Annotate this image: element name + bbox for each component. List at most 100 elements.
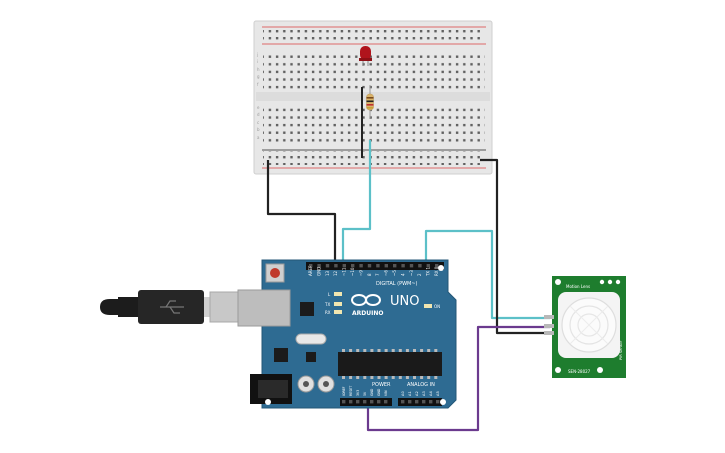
digital-pin-hole[interactable] xyxy=(334,264,338,268)
digital-pin-hole[interactable] xyxy=(359,264,363,268)
digital-pin-hole[interactable] xyxy=(317,264,321,268)
power-pin-hole[interactable] xyxy=(349,400,353,404)
arduino-brand: ARDUINO xyxy=(352,310,383,317)
wire-pin2-pir-signal[interactable] xyxy=(424,229,550,320)
pir-pin-vcc[interactable] xyxy=(544,324,554,328)
small-chip xyxy=(300,302,314,316)
analog-pin-hole[interactable] xyxy=(436,400,440,404)
mounting-hole xyxy=(265,399,271,405)
digital-pin-label: ~11 xyxy=(342,267,347,276)
digital-pin-hole[interactable] xyxy=(435,264,439,268)
analog-label: ANALOG IN xyxy=(407,382,435,388)
led-body xyxy=(360,46,371,60)
chip-pin xyxy=(349,349,353,352)
digital-pin-hole[interactable] xyxy=(384,264,388,268)
upper-terminal-strip xyxy=(263,51,485,89)
analog-pin-label: A0 xyxy=(401,391,405,396)
label-l: L xyxy=(328,292,331,297)
wire-pin13-resistor[interactable] xyxy=(341,140,372,266)
digital-pin-hole[interactable] xyxy=(309,264,313,268)
power-pin-label: GND xyxy=(377,388,381,396)
resistor[interactable] xyxy=(366,85,374,118)
digital-pin-label: GND xyxy=(316,267,321,276)
svg-text:h: h xyxy=(257,67,260,72)
digital-pin-label: ~6 xyxy=(384,270,389,276)
digital-pin-hole[interactable] xyxy=(376,264,380,268)
digital-pin-hole[interactable] xyxy=(426,264,430,268)
analog-pin-label: A3 xyxy=(422,391,426,396)
digital-pin-hole[interactable] xyxy=(325,264,330,268)
pir-sensor[interactable]: Motion Lens SEN-28027 PIR Sensor xyxy=(544,276,626,378)
chip-pin xyxy=(405,376,409,379)
analog-pin-label: A1 xyxy=(408,391,412,396)
chip-pin xyxy=(427,349,431,352)
analog-pin-hole[interactable] xyxy=(415,400,419,404)
chip-pin xyxy=(384,376,388,379)
svg-text:b: b xyxy=(257,127,260,132)
chip-pin xyxy=(370,376,374,379)
digital-pin-hole[interactable] xyxy=(393,264,397,268)
svg-text:c: c xyxy=(257,120,259,125)
analog-pin-hole[interactable] xyxy=(429,400,433,404)
digital-pin-hole[interactable] xyxy=(342,264,346,268)
chip-pin xyxy=(356,376,360,379)
usb-icon xyxy=(160,300,184,314)
arduino-logo: ARDUINO xyxy=(351,294,383,317)
digital-pin-label: ~3 xyxy=(409,270,414,276)
wire-gnd-pir[interactable] xyxy=(480,158,550,335)
led-l xyxy=(334,292,342,296)
chip-pin xyxy=(356,349,360,352)
pir-pin-gnd[interactable] xyxy=(544,331,554,335)
arduino-usb-jack xyxy=(237,289,291,327)
power-pin-label: RESET xyxy=(349,386,353,396)
power-pin-hole[interactable] xyxy=(384,400,388,404)
usb-connector xyxy=(209,291,243,323)
wire-5v-pir[interactable] xyxy=(366,325,550,432)
chip-pin xyxy=(363,376,367,379)
chip-pin xyxy=(398,349,402,352)
digital-label: DIGITAL (PWM~) xyxy=(376,281,418,287)
digital-pin-label: ~9 xyxy=(358,270,363,276)
led[interactable] xyxy=(359,46,372,66)
digital-header xyxy=(306,262,444,270)
power-pin-hole[interactable] xyxy=(377,400,381,404)
pir-label-bottom: SEN-28027 xyxy=(568,369,591,374)
digital-pin-hole[interactable] xyxy=(367,264,372,268)
label-tx: TX xyxy=(324,302,330,307)
power-pin-hole[interactable] xyxy=(342,400,346,404)
power-pin-hole[interactable] xyxy=(363,400,367,404)
pir-pin-out[interactable] xyxy=(544,315,554,319)
chip-pin xyxy=(413,349,416,352)
chip-pin xyxy=(420,349,424,352)
analog-pin-hole[interactable] xyxy=(401,400,405,404)
digital-pin-label: ~10 xyxy=(350,267,355,276)
digital-pin-label: AREF xyxy=(308,265,313,276)
digital-pin-hole[interactable] xyxy=(418,264,422,268)
svg-text:d: d xyxy=(257,112,260,117)
chip-pin xyxy=(349,376,353,379)
digital-pin-hole[interactable] xyxy=(401,264,405,268)
chip-pin xyxy=(391,376,395,379)
power-pin-hole[interactable] xyxy=(356,400,360,404)
analog-pin-hole[interactable] xyxy=(422,400,426,404)
digital-pin-label: 4 xyxy=(400,273,405,276)
label-on: ON xyxy=(434,304,440,309)
pir-label-top: Motion Lens xyxy=(566,284,590,289)
digital-pin-hole[interactable] xyxy=(409,264,414,268)
led-tx xyxy=(334,302,342,306)
digital-pin-hole[interactable] xyxy=(351,264,355,268)
analog-pin-label: A4 xyxy=(429,391,433,396)
power-pin-hole[interactable] xyxy=(370,400,374,404)
chip-pin xyxy=(434,376,438,379)
usb-cable[interactable] xyxy=(100,290,243,324)
chip-pin xyxy=(398,376,402,379)
pir-label-side: PIR Sensor xyxy=(619,340,623,360)
analog-pin-hole[interactable] xyxy=(408,400,412,404)
power-label: POWER xyxy=(372,382,391,388)
svg-text:g: g xyxy=(257,74,260,79)
chip-pin xyxy=(363,349,367,352)
chip-pin xyxy=(420,376,424,379)
digital-pin-label: ~5 xyxy=(392,270,397,276)
wire-gnd-breadboard[interactable] xyxy=(266,160,337,266)
